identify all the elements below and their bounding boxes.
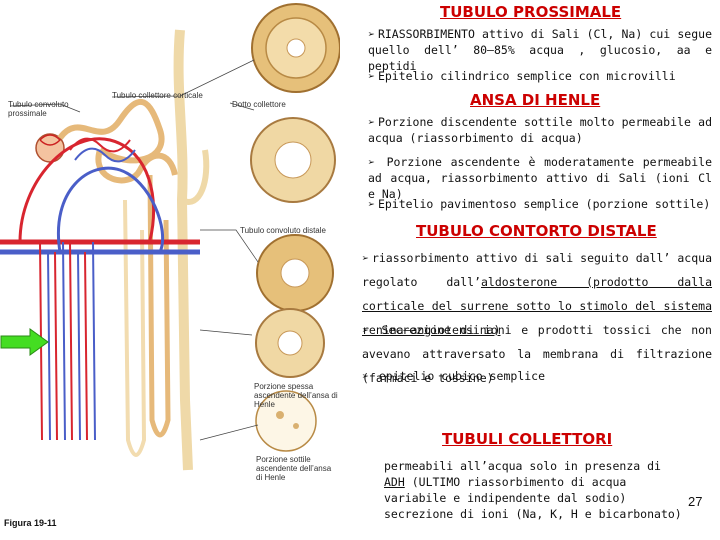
- bullet-icon: ➢: [362, 369, 369, 383]
- proximal-bullet-2: ➢Epitelio cilindrico semplice con microv…: [368, 69, 676, 83]
- henle-bullet-3: ➢Epitelio pavimentoso semplice (porzione…: [368, 197, 711, 211]
- thick-ascending-section: [255, 308, 325, 378]
- figure-caption: Figura 19-11: [4, 518, 57, 528]
- proximal-bullet-1: ➢RIASSORBIMENTO attivo di Sali (Cl, Na) …: [368, 27, 712, 73]
- kidney-figure: [0, 3, 340, 471]
- bullet-icon: ➢: [362, 323, 369, 337]
- bullet-icon: ➢: [362, 251, 369, 265]
- distal-bullet-2: ➢ Secrezione di ioni e prodotti tossici …: [362, 323, 712, 385]
- distal-bullet-1: ➢riassorbimento attivo di sali seguito d…: [362, 251, 713, 337]
- adh-link[interactable]: ADH: [384, 475, 405, 489]
- proximal-tubule-section: [251, 3, 340, 93]
- henle-bullet-2: ➢ Porzione ascendente è moderatamente pe…: [368, 155, 712, 201]
- label-collecting-duct: Dotto collettore: [232, 100, 286, 109]
- aldosterone-link[interactable]: aldosterone (prodotto dalla corticale de…: [362, 275, 713, 337]
- bullet-icon: ➢: [368, 115, 375, 129]
- thin-ascending-section: [255, 390, 317, 452]
- henle-bullet-1: ➢Porzione discendente sottile molto perm…: [368, 115, 712, 145]
- bullet-icon: ➢: [368, 197, 375, 211]
- label-distal-tubule: Tubulo convoluto distale: [240, 226, 326, 235]
- nephron-drawing: [0, 29, 210, 471]
- collecting-duct-section: [250, 117, 336, 203]
- distal-bullet-3: ➢ epitelio cubico semplice: [362, 369, 546, 383]
- bullet-icon: ➢: [368, 27, 375, 41]
- label-cortical-collecting: Tubulo collettore corticale: [112, 91, 203, 100]
- page-number: 27: [688, 494, 703, 509]
- distal-tubule-section: [256, 234, 334, 312]
- bullet-icon: ➢: [368, 69, 375, 83]
- label-thick-ascending: Porzione spessa ascendente dell’ansa di …: [254, 382, 338, 409]
- bullet-icon: ➢: [368, 155, 375, 169]
- label-thin-ascending: Porzione sottile ascendente dell’ansa di…: [256, 455, 332, 482]
- heading-proximal-tubule: TUBULO PROSSIMALE: [440, 3, 622, 21]
- heading-loop-of-henle: ANSA DI HENLE: [470, 91, 601, 109]
- collecting-text: permeabili all’acqua solo in presenza di…: [384, 459, 682, 521]
- heading-collecting-tubules: TUBULI COLLETTORI: [442, 430, 613, 448]
- heading-distal-tubule: TUBULO CONTORTO DISTALE: [416, 222, 657, 240]
- green-arrow-icon: [0, 328, 49, 356]
- label-proximal-tubule: Tubulo convoluto prossimale: [8, 100, 69, 118]
